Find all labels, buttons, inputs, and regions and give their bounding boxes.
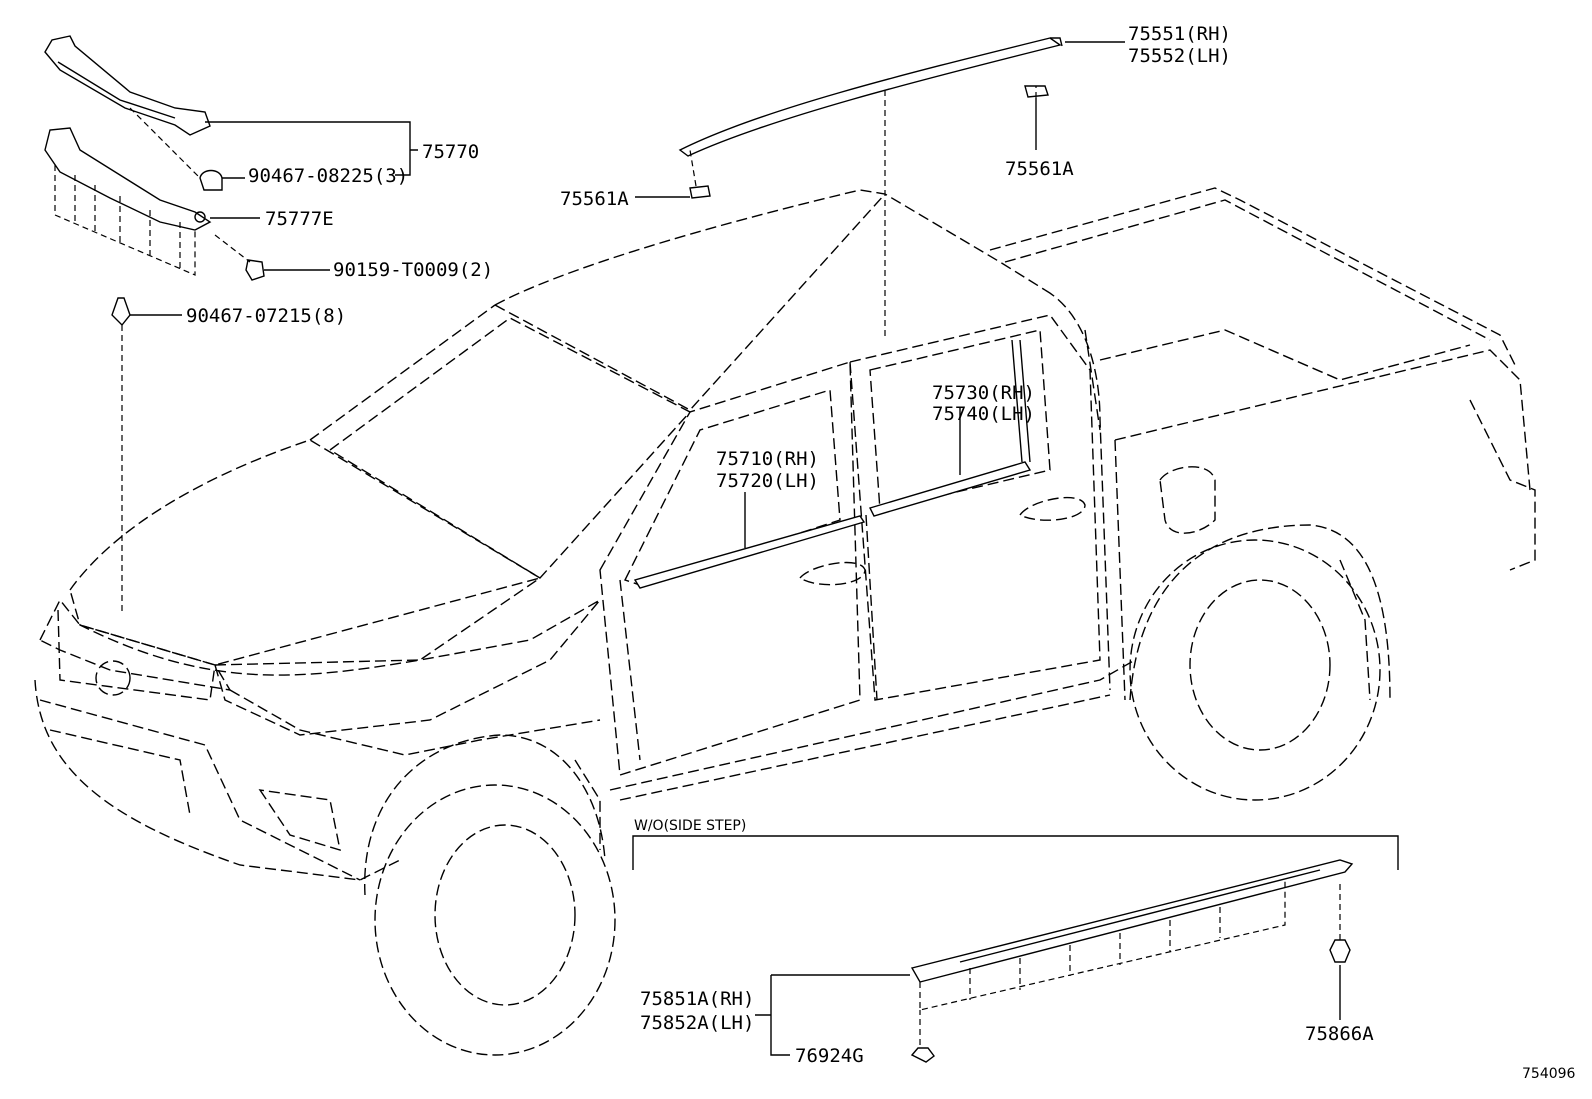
label-75740: 75740(LH): [932, 403, 1035, 425]
guide-lines: [121, 86, 1341, 1045]
belt-moulding-75710: [633, 515, 866, 589]
clip-76924g: [910, 1047, 935, 1063]
label-75710: 75710(RH): [716, 448, 819, 470]
clip-90467-07215: [111, 297, 131, 327]
label-75866a: 75866A: [1305, 1023, 1374, 1045]
label-75720: 75720(LH): [716, 470, 819, 492]
roof-drip-moulding: [678, 37, 1063, 157]
side-moulding-75851a: [910, 859, 1354, 1011]
label-90467-07215: 90467-07215(8): [186, 305, 346, 327]
label-75777e: 75777E: [265, 208, 334, 230]
moulding-75777e: [44, 127, 212, 276]
screw-90159-t0009: [245, 259, 265, 281]
leader-lines: [130, 41, 1399, 1056]
label-75852a: 75852A(LH): [640, 1012, 754, 1034]
label-90467-08225: 90467-08225(3): [248, 165, 408, 187]
clip-75866a: [1329, 939, 1351, 963]
diagram-id: 754096: [1522, 1066, 1576, 1082]
label-75561a-left: 75561A: [560, 188, 629, 210]
clip-75561a-left: [689, 185, 711, 199]
hood-protector-75770: [44, 35, 211, 136]
truck-outline: [34, 187, 1536, 1056]
label-75730: 75730(RH): [932, 382, 1035, 404]
belt-moulding-75730: [869, 339, 1032, 517]
label-75561a-right: 75561A: [1005, 158, 1074, 180]
label-75770: 75770: [422, 141, 479, 163]
label-75551: 75551(RH): [1128, 23, 1231, 45]
label-76924g: 76924G: [795, 1045, 864, 1067]
label-90159-t0009: 90159-T0009(2): [333, 259, 493, 281]
label-75552: 75552(LH): [1128, 45, 1231, 67]
label-75851a: 75851A(RH): [640, 988, 754, 1010]
label-side-step-note: W/O(SIDE STEP): [634, 818, 746, 834]
clip-90467-08225: [199, 169, 223, 191]
clip-75561a-right: [1024, 85, 1049, 98]
